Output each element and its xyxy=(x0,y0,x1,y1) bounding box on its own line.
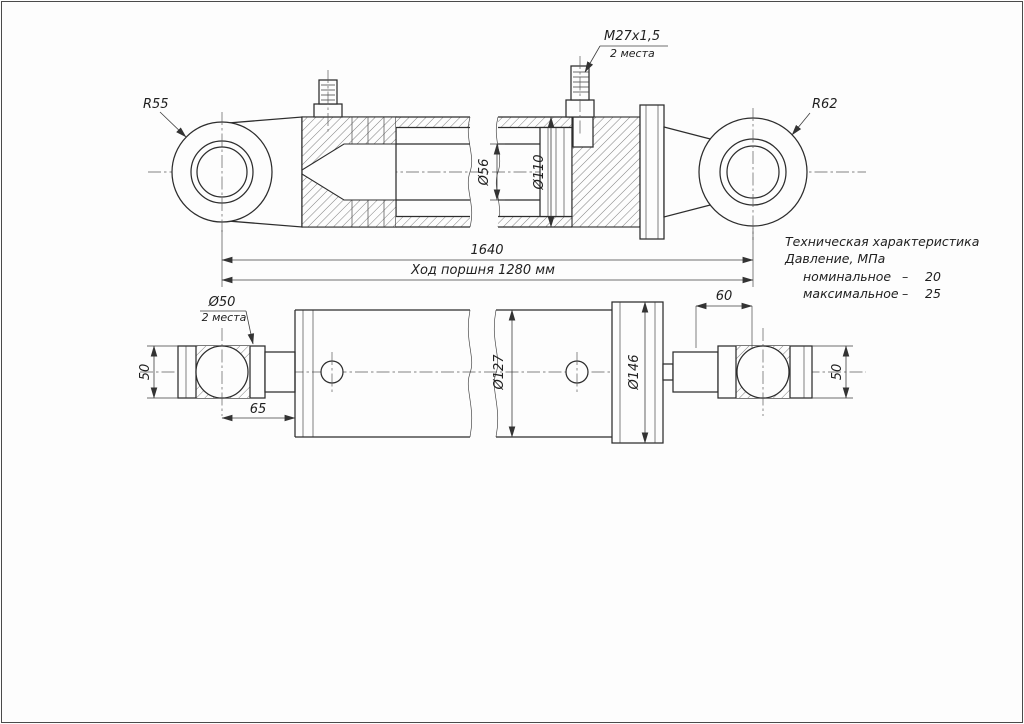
dim-eye-width-left: 50 xyxy=(138,364,153,381)
rod-eye-right xyxy=(663,108,808,240)
eye-housing-left xyxy=(177,328,266,416)
port-fitting-right xyxy=(565,56,595,136)
rod-eye-left xyxy=(171,112,303,232)
label-radius-left: R55 xyxy=(143,97,169,112)
cylinder-tube xyxy=(396,116,573,228)
spec-title: Техническая характеристика xyxy=(785,234,979,249)
dim-eye-width-right: 50 xyxy=(830,364,845,381)
mounting-collar xyxy=(639,104,665,240)
top-view-section: R55 R62 M27x1,5 2 места Ø56 Ø110 1640 Хо… xyxy=(143,29,866,287)
dim-collar-dia: Ø146 xyxy=(627,354,642,390)
leader-radius-left xyxy=(159,111,187,138)
leader-pin-bore xyxy=(245,310,255,345)
dim-bore-dia: Ø110 xyxy=(532,154,547,190)
collar-bottom xyxy=(611,301,674,444)
dim-offset-left: 65 xyxy=(250,402,267,417)
spec-nominal-dash: – xyxy=(902,269,908,284)
label-thread-note: 2 места xyxy=(610,47,655,60)
collar-notch xyxy=(662,363,674,381)
label-radius-right: R62 xyxy=(812,97,838,112)
bottom-view-dimensions: Ø50 2 места 50 65 Ø127 Ø146 60 50 xyxy=(138,289,853,444)
dim-offset-right: 60 xyxy=(716,289,733,304)
spec-nominal-value: 20 xyxy=(925,269,941,284)
label-pin-bore: Ø50 xyxy=(208,295,236,310)
dim-overall-length: 1640 xyxy=(470,243,503,258)
eye-housing-right xyxy=(717,328,813,416)
rod-neck-left xyxy=(264,351,296,393)
label-thread: M27x1,5 xyxy=(604,29,660,44)
leader-thread xyxy=(584,45,601,73)
cylinder-body-bottom xyxy=(294,309,612,438)
label-pin-bore-note: 2 места xyxy=(202,311,247,324)
port-bore xyxy=(572,116,594,148)
spec-maximal-dash: – xyxy=(902,286,908,301)
dim-rod-dia: Ø56 xyxy=(477,159,492,187)
spec-maximal-value: 25 xyxy=(925,286,941,301)
bottom-view-profile: Ø50 2 места 50 65 Ø127 Ø146 60 50 xyxy=(138,289,866,444)
spec-subtitle: Давление, МПа xyxy=(784,251,885,266)
leader-radius-right xyxy=(791,112,811,136)
spec-maximal-label: максимальное xyxy=(803,286,899,301)
dim-body-dia: Ø127 xyxy=(492,354,507,391)
gland-assembly xyxy=(301,116,397,228)
spec-block: Техническая характеристика Давление, МПа… xyxy=(784,234,979,301)
break-line-bottom-right xyxy=(493,309,499,438)
break-line-bottom-left xyxy=(467,309,473,438)
rear-cap xyxy=(571,104,665,240)
spec-nominal-label: номинальное xyxy=(803,269,891,284)
break-line-left xyxy=(467,116,473,228)
dim-piston-stroke: Ход поршня 1280 мм xyxy=(410,263,555,278)
port-fitting-left xyxy=(313,70,343,134)
top-view-dimensions: R55 R62 M27x1,5 2 места Ø56 Ø110 1640 Хо… xyxy=(143,29,838,287)
rod-neck-right xyxy=(672,351,719,393)
